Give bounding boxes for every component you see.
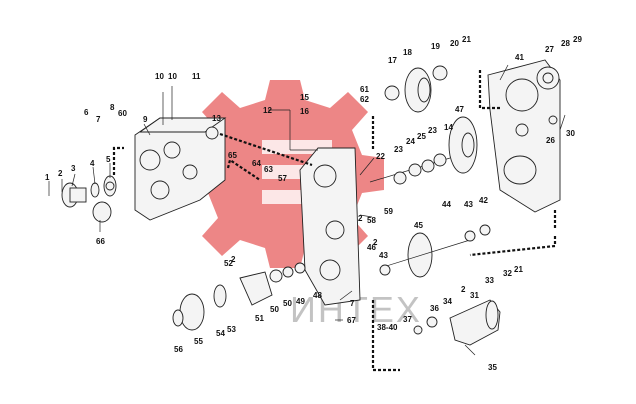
label-5: 5 [106, 155, 111, 164]
label-64: 64 [252, 159, 261, 168]
label-7: 7 [96, 115, 101, 124]
label-31: 31 [470, 291, 479, 300]
label-32: 32 [503, 269, 512, 278]
label-45: 45 [414, 221, 423, 230]
label-11: 11 [192, 72, 201, 81]
assembly-dashed-lines [112, 70, 557, 372]
output-flange [449, 299, 501, 346]
label-27: 27 [545, 45, 554, 54]
rings-small [105, 65, 558, 335]
label-19: 19 [431, 42, 440, 51]
label-50b: 50 [283, 299, 292, 308]
label-22: 22 [376, 152, 385, 161]
gear-18 [404, 67, 432, 113]
label-24: 24 [406, 137, 415, 146]
leader-lines [48, 64, 566, 356]
seal-27 [536, 66, 560, 90]
label-35: 35 [488, 363, 497, 372]
label-26: 26 [546, 136, 555, 145]
label-43b: 43 [379, 251, 388, 260]
left-gearbox-housing [134, 117, 227, 221]
label-48: 48 [313, 291, 322, 300]
label-8: 8 [110, 103, 115, 112]
label-65: 65 [228, 151, 237, 160]
label-41: 41 [515, 53, 524, 62]
label-17: 17 [388, 56, 397, 65]
label-4: 4 [90, 159, 95, 168]
label-21a: 21 [462, 35, 471, 44]
label-13: 13 [212, 114, 221, 123]
label-2b: 2 [231, 255, 236, 264]
part-labels: 1 2 3 4 5 6 7 8 9 10 10 11 12 13 14 15 1… [45, 35, 582, 372]
label-9: 9 [143, 115, 148, 124]
lower-flange [172, 271, 273, 331]
label-67: 67 [347, 316, 356, 325]
label-62: 62 [360, 95, 369, 104]
label-34: 34 [443, 297, 452, 306]
label-6: 6 [84, 108, 89, 117]
label-14: 14 [444, 123, 453, 132]
label-49: 49 [296, 297, 305, 306]
label-12: 12 [263, 106, 272, 115]
label-15: 15 [300, 93, 309, 102]
label-37: 37 [403, 315, 412, 324]
label-1: 1 [45, 173, 50, 182]
label-10a: 10 [155, 72, 164, 81]
label-63: 63 [264, 165, 273, 174]
label-55: 55 [194, 337, 203, 346]
label-23a: 23 [394, 145, 403, 154]
label-43a: 43 [464, 200, 473, 209]
label-20: 20 [450, 39, 459, 48]
label-66: 66 [96, 237, 105, 246]
input-flange [61, 175, 117, 223]
shafts-10 [162, 86, 173, 125]
label-29: 29 [573, 35, 582, 44]
label-58: 58 [367, 216, 376, 225]
label-2: 2 [58, 169, 63, 178]
label-50a: 50 [270, 305, 279, 314]
label-28: 28 [561, 39, 570, 48]
label-47: 47 [455, 105, 464, 114]
label-23b: 23 [428, 126, 437, 135]
label-42: 42 [479, 196, 488, 205]
label-18: 18 [403, 48, 412, 57]
label-30: 30 [566, 129, 575, 138]
rear-cover [487, 59, 561, 213]
gear-47 [448, 116, 478, 174]
label-2e: 2 [461, 285, 466, 294]
label-7b: 7 [350, 299, 355, 308]
label-61: 61 [360, 85, 369, 94]
label-52: 52 [224, 259, 233, 268]
label-59: 59 [384, 207, 393, 216]
label-21b: 21 [514, 265, 523, 274]
label-57: 57 [278, 174, 287, 183]
label-2d: 2 [373, 238, 378, 247]
label-16: 16 [300, 107, 309, 116]
label-46: 46 [367, 243, 376, 252]
gear-45 [379, 232, 471, 278]
middle-cover-plate [299, 147, 361, 306]
label-38-40: 38-40 [377, 323, 398, 332]
label-54: 54 [216, 329, 225, 338]
label-51: 51 [255, 314, 264, 323]
label-44: 44 [442, 200, 451, 209]
label-3: 3 [71, 164, 76, 173]
label-36: 36 [430, 304, 439, 313]
label-60: 60 [118, 109, 127, 118]
label-10b: 10 [168, 72, 177, 81]
label-33: 33 [485, 276, 494, 285]
label-56: 56 [174, 345, 183, 354]
label-25: 25 [417, 132, 426, 141]
label-53: 53 [227, 325, 236, 334]
label-2c: 2 [358, 214, 363, 223]
